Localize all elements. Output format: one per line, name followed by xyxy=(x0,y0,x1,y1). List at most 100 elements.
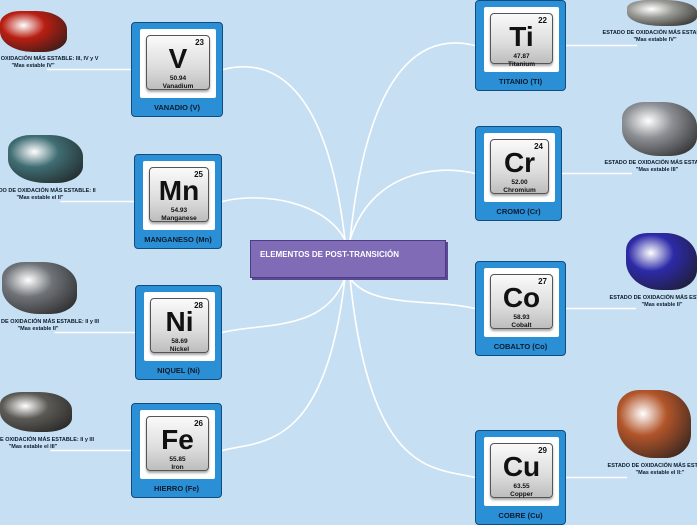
mineral-image-manganeso xyxy=(8,135,83,183)
mineral-image-vanadio xyxy=(0,11,67,52)
central-topic-title: ELEMENTOS DE POST-TRANSICIÓN xyxy=(260,250,399,259)
element-card-label: COBALTO (Co) xyxy=(493,342,548,351)
oxidation-state-text: ESTADO DE OXIDACIÓN MÁS ESTABLE xyxy=(607,463,697,469)
element-card-label: NIQUEL (Ni) xyxy=(157,366,200,375)
oxidation-note-cobre: ESTADO DE OXIDACIÓN MÁS ESTABLE"Mas esta… xyxy=(580,463,697,476)
atomic-mass: 54.93 xyxy=(170,207,188,214)
element-name: Manganese xyxy=(161,215,197,222)
element-symbol: Cu xyxy=(502,451,541,482)
oxidation-note-cromo: ESTADO DE OXIDACIÓN MÁS ESTABLE"Mas esta… xyxy=(577,160,697,173)
connector-line xyxy=(349,277,476,479)
atomic-mass: 47.87 xyxy=(513,53,530,60)
atomic-mass: 55.85 xyxy=(169,456,186,463)
most-stable-text: "Mas estable IV" xyxy=(633,36,677,43)
oxidation-state-text: ESTADO DE OXIDACIÓN MÁS ESTABLE xyxy=(602,30,697,36)
element-symbol: Co xyxy=(502,282,541,313)
atomic-number: 28 xyxy=(194,301,203,310)
atomic-mass: 50.94 xyxy=(169,75,187,82)
element-symbol: Fe xyxy=(161,424,194,455)
atomic-mass: 52.00 xyxy=(511,179,528,186)
oxidation-note-niquel: ESTADO DE OXIDACIÓN MÁS ESTABLE: II y II… xyxy=(0,319,118,332)
element-name: Copper xyxy=(510,491,533,498)
connector-line xyxy=(349,169,476,241)
most-stable-text: "Mas estable II" xyxy=(17,325,59,332)
element-symbol: Mn xyxy=(158,175,200,206)
element-card-label: TITANIO (TI) xyxy=(498,77,543,86)
atomic-number: 24 xyxy=(534,142,543,151)
atomic-number: 26 xyxy=(194,419,203,428)
oxidation-note-vanadio: ESTADO DE OXIDACIÓN MÁS ESTABLE: III, IV… xyxy=(0,56,113,69)
element-symbol: V xyxy=(168,43,188,74)
most-stable-text: "Mas estable el III" xyxy=(8,443,58,450)
most-stable-text: "Mas estable III" xyxy=(635,166,679,173)
mineral-image-cobre xyxy=(617,390,691,458)
atomic-number: 25 xyxy=(194,170,203,179)
oxidation-note-hierro: ESTADO DE OXIDACIÓN MÁS ESTABLE: II y II… xyxy=(0,437,113,450)
oxidation-state-text: ESTADO DE OXIDACIÓN MÁS ESTABLE: II xyxy=(0,188,96,194)
most-stable-text: "Mas estable II" xyxy=(641,301,683,308)
element-card-label: VANADIO (V) xyxy=(153,103,201,112)
mineral-image-cromo xyxy=(622,102,697,156)
most-stable-text: "Mas estable el II:" xyxy=(635,469,685,476)
oxidation-note-cobalto: ESTADO DE OXIDACIÓN MÁS ESTABLE"Mas esta… xyxy=(582,295,697,308)
mineral-image-titanio xyxy=(627,0,697,26)
element-symbol: Cr xyxy=(503,147,536,178)
most-stable-text: "Mas estable el II" xyxy=(16,194,64,201)
oxidation-note-titanio: ESTADO DE OXIDACIÓN MÁS ESTABLE"Mas esta… xyxy=(575,30,697,43)
connector-line xyxy=(349,42,476,241)
element-name: Chromium xyxy=(503,187,536,194)
atomic-mass: 58.93 xyxy=(513,314,530,321)
oxidation-state-text: ESTADO DE OXIDACIÓN MÁS ESTABLE: II y II… xyxy=(0,319,100,325)
oxidation-state-text: ESTADO DE OXIDACIÓN MÁS ESTABLE xyxy=(609,295,697,301)
atomic-mass: 58.69 xyxy=(171,338,188,345)
central-topic[interactable]: ELEMENTOS DE POST-TRANSICIÓN xyxy=(250,240,446,278)
connector-line xyxy=(221,197,346,241)
element-symbol: Ni xyxy=(165,306,194,337)
element-name: Nickel xyxy=(169,346,190,353)
atomic-mass: 63.55 xyxy=(513,483,530,490)
connector-line xyxy=(221,277,346,334)
mineral-image-cobalto xyxy=(626,233,697,290)
atomic-number: 27 xyxy=(538,277,547,286)
connector-line xyxy=(349,277,476,310)
oxidation-note-manganeso: ESTADO DE OXIDACIÓN MÁS ESTABLE: II"Mas … xyxy=(0,188,120,201)
element-card-label: CROMO (Cr) xyxy=(496,207,541,216)
most-stable-text: "Mas estable IV" xyxy=(11,62,55,69)
oxidation-state-text: ESTADO DE OXIDACIÓN MÁS ESTABLE: III, IV… xyxy=(0,56,99,62)
oxidation-state-text: ESTADO DE OXIDACIÓN MÁS ESTABLE xyxy=(604,160,697,166)
connector-line xyxy=(221,277,346,452)
mineral-image-hierro xyxy=(0,392,72,432)
element-symbol: Ti xyxy=(509,21,534,52)
atomic-number: 22 xyxy=(538,16,547,25)
atomic-number: 29 xyxy=(538,446,547,455)
element-name: Iron xyxy=(171,464,184,471)
mineral-image-niquel xyxy=(2,262,77,314)
element-card-label: COBRE (Cu) xyxy=(498,511,543,520)
connector-line xyxy=(222,66,346,241)
element-card-label: MANGANESO (Mn) xyxy=(144,235,212,244)
element-name: Vanadium xyxy=(162,83,194,90)
